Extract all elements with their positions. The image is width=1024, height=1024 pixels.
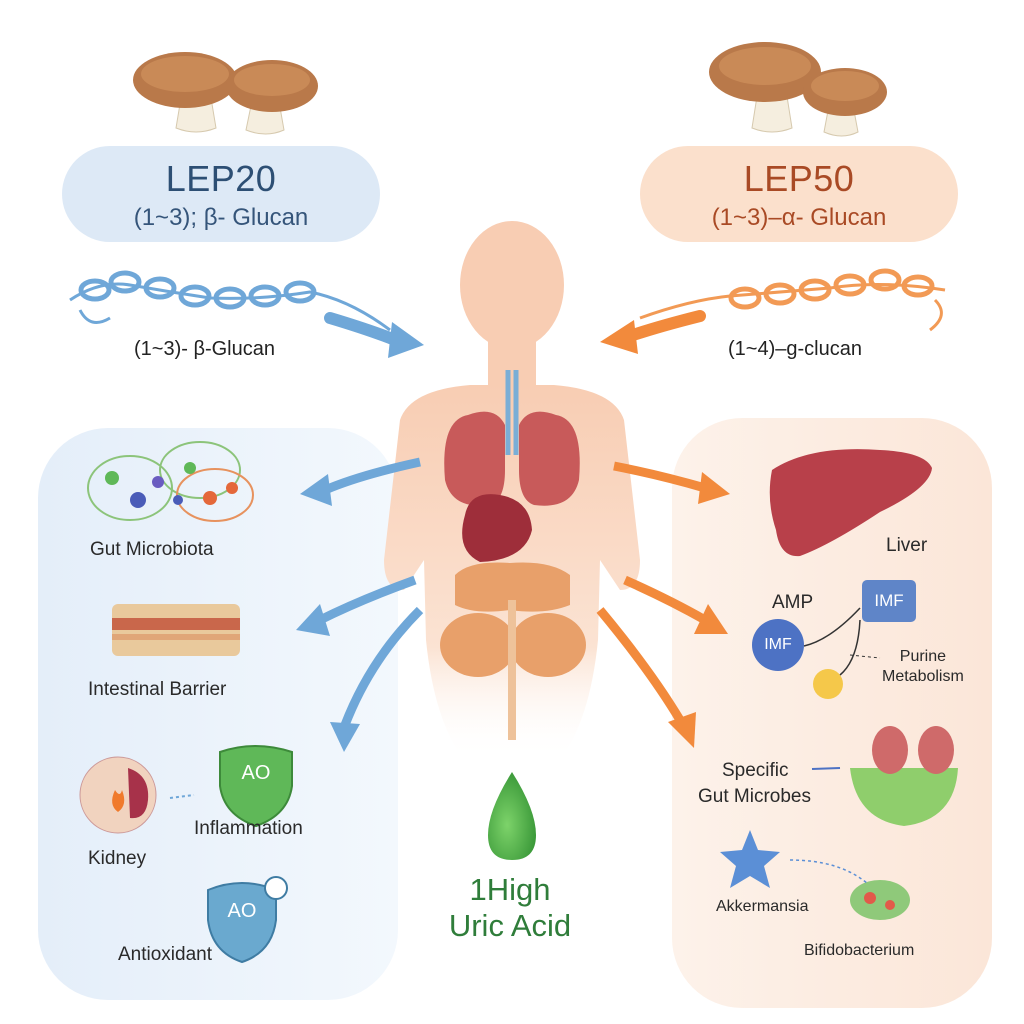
colon-left [440,613,516,677]
orange-arrowhead-top [600,320,638,354]
orange-arrow-purine [623,575,708,624]
lep50-subtitle: (1~3)–α- Glucan [711,204,887,231]
shield-inflammation-text: AO [241,762,271,784]
antioxidant-label: Antioxidant [118,944,213,965]
metabolism-connector [803,607,861,676]
gut-microbiota-icon [87,441,254,522]
kidney-connector [169,794,195,799]
orange-arrow-top [624,310,706,342]
imf-circle-icon [752,619,804,671]
lungs-organ [444,411,580,506]
mushroom-icon-left [133,52,318,135]
antioxidant-badge-icon [264,876,288,900]
beta-glucan-chain [69,270,391,332]
liver-label: Liver [886,535,928,556]
left-panel [38,428,398,1000]
gut-microbes-bowl-icon [850,726,958,826]
mushroom-icon-right [709,42,887,137]
purine-molecule-icon [813,669,843,699]
gut-microbiota-label: Gut Microbiota [90,539,214,560]
uric-line2: Uric Acid [448,908,572,943]
specific-microbes-label-line1: Specific [722,760,789,781]
purine-metabolism-label: Purine Metabolism [882,648,964,685]
liver-organ-icon [769,449,932,557]
bifidobacterium-label: Bifidobacterium [804,942,915,959]
akkermansia-star-icon [720,830,780,888]
kidney-label: Kidney [88,848,147,869]
blue-arrow-barrier [317,575,417,625]
kidney-icon [79,756,157,834]
alpha-chain-label: (1~4)–ɡ-clucan [728,338,862,360]
shield-icon-inflammation [219,745,293,828]
shield-icon-antioxidant [207,882,277,964]
colon-right [510,613,586,677]
akkermansia-label: Akkermansia [716,898,809,915]
purine-connector [849,654,881,659]
specific-microbes-label-line2: Gut Microbes [698,786,811,807]
heart-organ [462,494,532,562]
alpha-glucan-chain [639,268,946,332]
intestines-organ [455,562,570,612]
specific-microbe-connector [811,767,841,770]
imf-square-text: IMF [874,591,904,610]
intestinal-barrier-icon [112,604,240,656]
intestinal-barrier-label: Intestinal Barrier [88,679,227,700]
beta-chain-label: (1~3)- β-Glucan [134,338,275,360]
lep20-title: LEP20 [165,158,277,199]
lep50-card: LEP50 (1~3)–α- Glucan [640,146,958,242]
blue-arrow-top [324,312,401,346]
uric-acid-drop-icon [488,772,536,860]
imf-square-icon [862,580,916,622]
imf-circle-text: IMF [764,636,792,653]
shield-antioxidant-text: AO [227,900,257,922]
blue-arrow-gut [323,457,421,495]
blue-arrowhead-top [388,322,424,358]
bifidobacterium-icon [850,880,910,920]
trachea [505,370,519,455]
uric-line1: 1High [469,872,551,907]
blue-arrow-kidney [340,606,424,727]
orange-arrow-microbes [596,607,684,723]
amp-label: AMP [772,592,814,613]
lep20-subtitle: (1~3); β- Glucan [133,204,309,231]
inflammation-label: Inflammation [194,818,303,839]
lep20-card: LEP20 (1~3); β- Glucan [62,146,380,242]
orange-arrow-liver [613,461,707,493]
high-uric-acid-label: 1High Uric Acid [400,872,620,944]
lep50-title: LEP50 [743,158,855,199]
